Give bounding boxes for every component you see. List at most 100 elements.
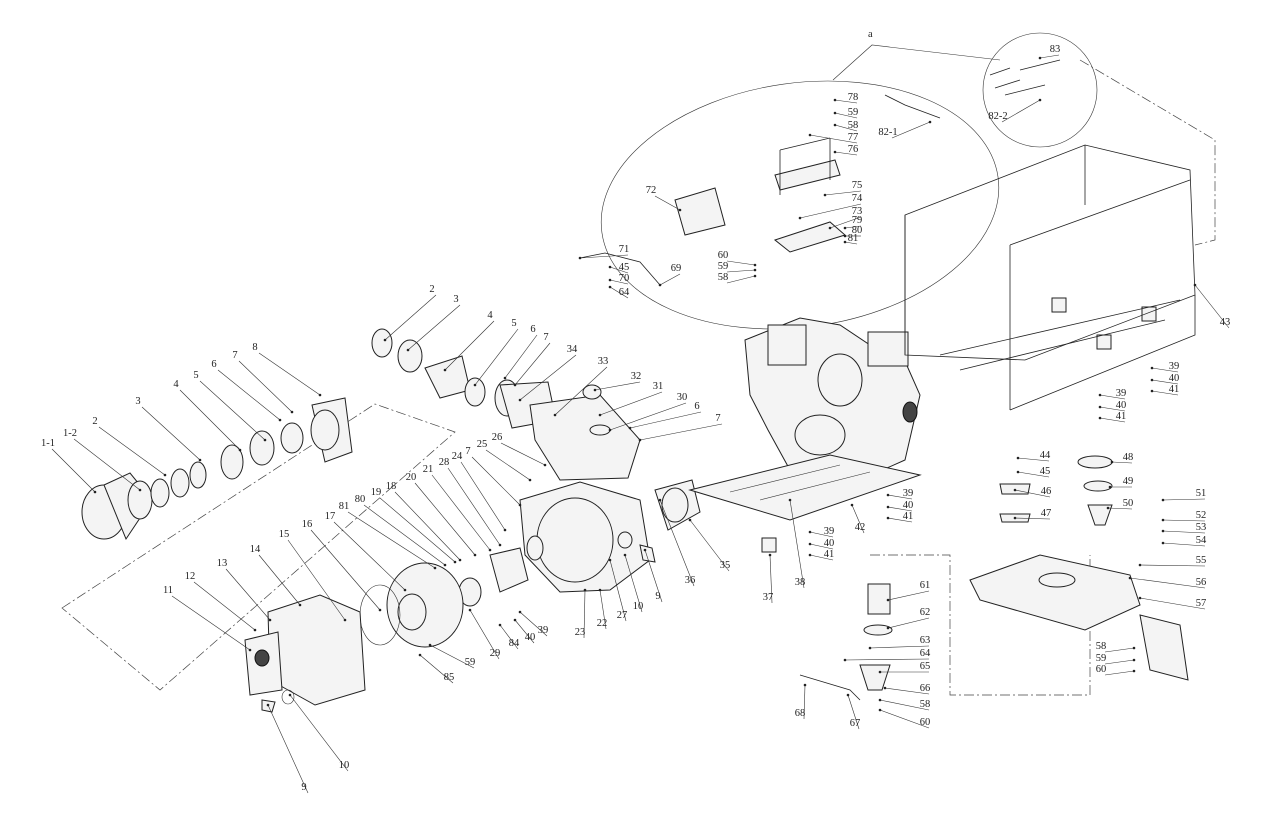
callout-leader [659, 273, 681, 286]
callout-anchor [290, 410, 294, 414]
callout-anchor [883, 686, 887, 690]
callout-leader [599, 391, 663, 416]
callout-leader [1194, 284, 1230, 329]
callout-label: 40 [1169, 373, 1180, 384]
outlet-coupling-parts [371, 328, 557, 429]
callout-label: 58 [848, 120, 859, 131]
callout-leader [869, 645, 930, 649]
callout-anchor [383, 338, 387, 342]
callout-label: 42 [855, 522, 866, 533]
callout-label: 66 [920, 683, 931, 694]
callout-label: 19 [371, 487, 382, 498]
callout-anchor [138, 488, 142, 492]
callout-leader [609, 559, 627, 622]
callout-anchor [886, 516, 890, 520]
callout-leader [847, 694, 860, 730]
callout-label: 30 [677, 392, 688, 403]
callout-anchor [643, 548, 647, 552]
callout-leader [199, 380, 266, 441]
callout-leader [1129, 577, 1206, 589]
callout-anchor [843, 234, 847, 238]
callout-leader [654, 195, 681, 211]
callout-anchor [403, 588, 407, 592]
callout-label: 5 [193, 370, 198, 381]
battery-bracket-parts [579, 137, 847, 286]
callout-label: 53 [1196, 522, 1207, 533]
callout-label: 48 [1123, 452, 1134, 463]
callout-label: 39 [538, 625, 549, 636]
callout-anchor [833, 150, 837, 154]
callout-label: 41 [1116, 411, 1127, 422]
callout-label: 71 [619, 244, 630, 255]
callout-label: 4 [173, 379, 179, 390]
callout-leader [1139, 597, 1206, 610]
callout-anchor [518, 503, 522, 507]
callout-anchor [753, 268, 757, 272]
callout-anchor [868, 646, 872, 650]
callout-label: 27 [617, 610, 628, 621]
callout-anchor [473, 383, 477, 387]
callout-label: 2 [429, 284, 434, 295]
callout-label: 8 [252, 342, 257, 353]
callout-label: 78 [848, 92, 859, 103]
callout-leader [179, 389, 241, 451]
callout-leader [844, 658, 930, 661]
callout-leader [1099, 417, 1126, 423]
callout-leader [1017, 471, 1050, 478]
callout-leader [599, 589, 607, 630]
engine [744, 317, 921, 481]
fuel-tank [969, 554, 1189, 681]
callout-label: 57 [1196, 598, 1207, 609]
callout-anchor [263, 438, 267, 442]
callout-label: 67 [850, 718, 861, 729]
callout-leader [73, 438, 141, 491]
callout-anchor [843, 240, 847, 244]
callout-anchor [768, 553, 772, 557]
callout-leader [1162, 498, 1206, 501]
callout-leader [594, 381, 641, 391]
tubular-frame [904, 144, 1196, 411]
callout-leader [887, 590, 930, 601]
callout-anchor [628, 426, 632, 430]
callout-leader [689, 519, 730, 572]
callout-anchor [846, 693, 850, 697]
callout-leader [1151, 390, 1179, 396]
callout-anchor [513, 383, 517, 387]
callout-label: 2 [92, 416, 97, 427]
front-pump-housing [244, 594, 366, 713]
callout-label: 58 [718, 272, 729, 283]
callout-leader [485, 449, 531, 481]
callout-leader [51, 448, 96, 493]
callout-anchor [753, 274, 757, 278]
callout-leader [844, 225, 862, 229]
callout-anchor [886, 626, 890, 630]
callout-leader [1151, 379, 1179, 385]
callout-leader [414, 482, 476, 556]
callout-leader [834, 99, 858, 104]
battery [674, 187, 726, 236]
callout-leader [809, 554, 834, 561]
callout-label: 13 [217, 558, 228, 569]
fuel-filter [799, 583, 893, 701]
callout-leader [769, 554, 773, 604]
callout-anchor [453, 560, 457, 564]
callout-leader [347, 511, 436, 569]
callout-anchor [266, 703, 270, 707]
callout-leader [1099, 394, 1126, 400]
callout-label: 74 [852, 193, 863, 204]
callout-anchor [878, 670, 882, 674]
callout-anchor [528, 478, 532, 482]
callout-leader [809, 543, 834, 550]
callout-leader [1104, 647, 1135, 653]
callout-label: 59 [465, 657, 476, 668]
volute-cover [529, 384, 641, 481]
callout-label: 41 [824, 549, 835, 560]
callout-label: 16 [302, 519, 313, 530]
callout-anchor [503, 528, 507, 532]
callout-label: 80 [355, 494, 366, 505]
impeller [386, 562, 464, 648]
callout-label: 46 [1041, 486, 1052, 497]
callout-label: 1-2 [63, 428, 77, 439]
callout-anchor [833, 123, 837, 127]
callout-label: 54 [1196, 535, 1207, 546]
